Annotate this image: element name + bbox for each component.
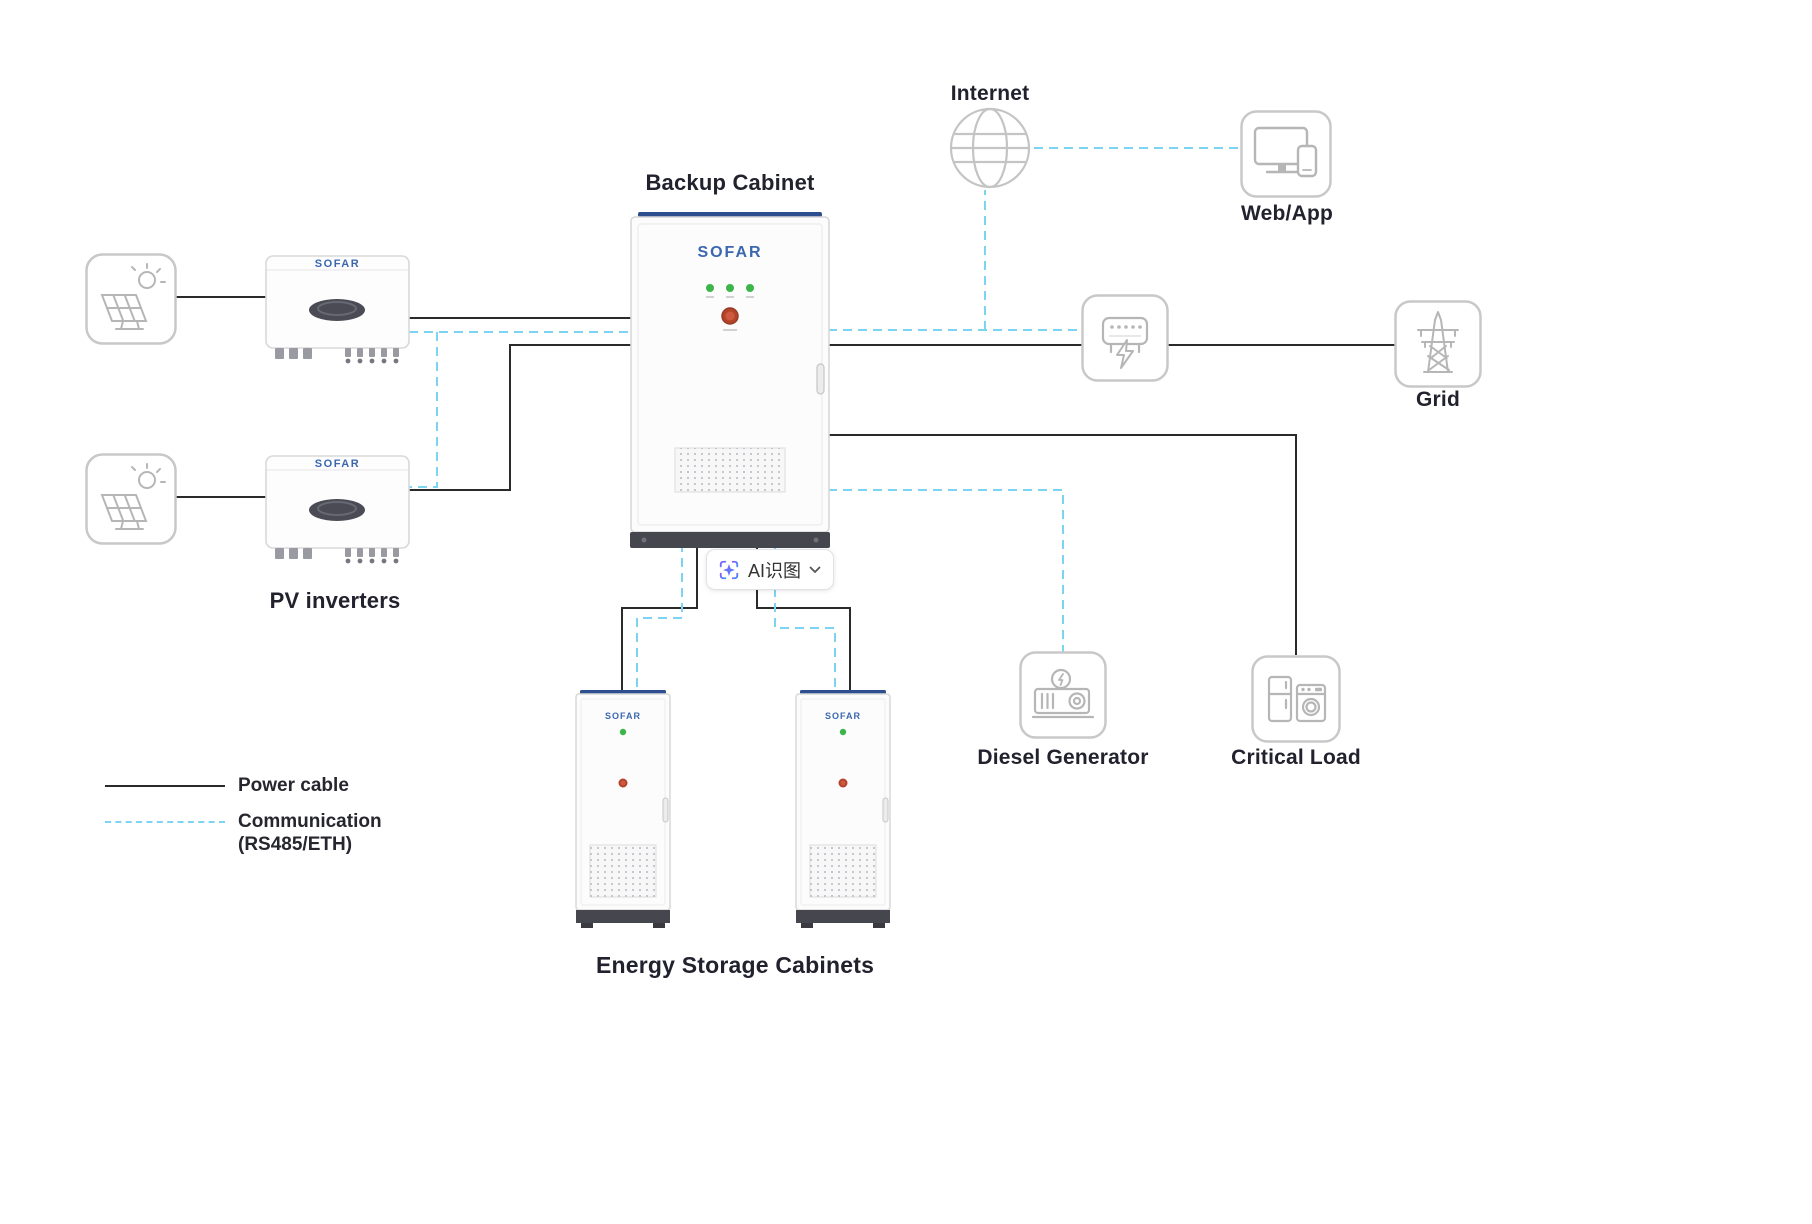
inverter-logo: SOFAR [315,458,360,470]
storage-cabinet-logo: SOFAR [605,711,641,721]
legend-communication-label: Communication (RS485/ETH) [238,810,382,856]
power-line-inverter2-to-backup [409,344,632,491]
energy-storage-label: Energy Storage Cabinets [595,952,875,978]
web-app-label: Web/App [1240,202,1334,225]
web-app-devices-icon [1240,110,1332,198]
cabinet-base [576,910,670,923]
critical-load-label: Critical Load [1231,746,1361,769]
comm-line-backup-to-storage1 [636,543,683,692]
energy-storage-cabinet-unit: SOFAR [795,690,891,928]
internet-globe-icon [949,107,1031,189]
cabinet-base [630,532,830,548]
status-led [839,728,847,736]
comm-line-backup-to-generator [828,489,1064,653]
ventilation-grille [674,447,786,493]
storage-cabinet-logo: SOFAR [825,711,861,721]
cabinet-base [796,910,890,923]
solar-panel-icon [85,453,177,545]
diesel-generator-label: Diesel Generator [977,746,1149,769]
status-leds [706,284,754,298]
legend-communication-label-line2: (RS485/ETH) [238,834,353,855]
inverter-logo: SOFAR [315,258,360,270]
grid-pylon-icon [1394,300,1482,388]
backup-cabinet-logo: SOFAR [697,244,762,261]
ventilation-grille [809,844,877,898]
legend-communication-line [105,821,225,823]
backup-cabinet-unit: SOFAR [630,212,830,548]
energy-storage-cabinet-unit: SOFAR [575,690,671,928]
pv-inverter-unit: SOFAR [265,455,410,564]
status-led [619,728,627,736]
legend-communication-label-line1: Communication [238,811,382,832]
legend-power-cable-line [105,785,225,787]
door-handle [882,797,889,823]
diesel-generator-icon [1019,651,1107,739]
communication-cables [409,147,1242,692]
solar-panel-icon [85,253,177,345]
critical-load-appliances-icon [1251,655,1341,743]
power-line-backup-to-critical-load [828,434,1297,655]
backup-cabinet-label: Backup Cabinet [645,170,815,195]
door-handle [662,797,669,823]
door-handle [816,363,825,395]
grid-label: Grid [1416,388,1460,411]
power-line-backup-to-storage1 [621,543,698,692]
comm-line-inverter1-to-inverter2 [409,332,438,488]
chevron-down-icon[interactable] [809,566,821,574]
legend-power-cable-label: Power cable [238,775,349,796]
ai-sparkle-icon [719,560,739,579]
internet-label: Internet [950,82,1030,105]
energy-meter-icon [1081,294,1169,382]
ai-recognize-label: AI识图 [748,560,802,581]
ventilation-grille [589,844,657,898]
emergency-stop-button [721,307,739,331]
pv-inverter-unit: SOFAR [265,255,410,364]
pv-inverters-label: PV inverters [269,588,401,613]
ai-recognize-button[interactable]: AI识图 [706,549,835,590]
